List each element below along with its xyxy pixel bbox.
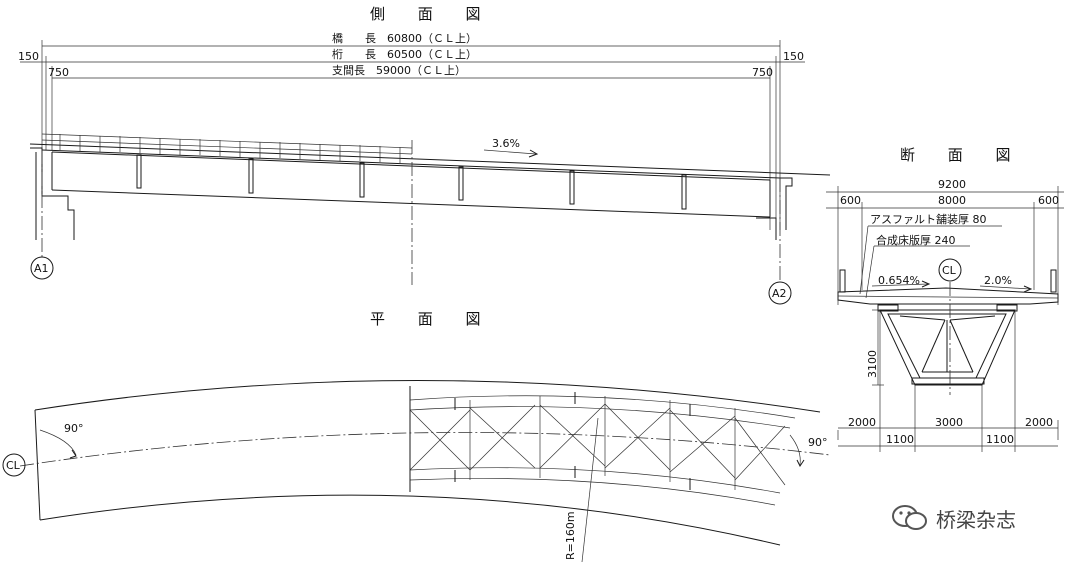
asphalt-label: アスファルト舗装厚 80 xyxy=(870,212,987,226)
plan-view-title: 平 面 図 xyxy=(370,310,495,328)
section-roadway-width: 8000 xyxy=(938,194,966,207)
section-right-slope: 2.0% xyxy=(984,274,1012,287)
left-offset-top: 150 xyxy=(18,50,39,63)
left-offset-bottom: 750 xyxy=(48,66,69,79)
plan-angle-right: 90° xyxy=(808,436,828,449)
section-left-edge: 600 xyxy=(840,194,861,207)
plan-girder xyxy=(19,380,831,563)
slab-label: 合成床版厚 240 xyxy=(876,233,956,247)
section-bottom-center: 3000 xyxy=(935,416,963,429)
right-offset-bottom: 750 xyxy=(752,66,773,79)
section-bottom-left: 2000 xyxy=(848,416,876,429)
section-left-slope: 0.654% xyxy=(878,274,920,287)
side-dimension-lines xyxy=(20,40,805,230)
section-dimension-lines xyxy=(826,186,1064,452)
plan-radius-label: R=160m xyxy=(564,511,577,560)
section-centerline-marker: CL xyxy=(938,258,962,282)
side-view-title: 側 面 図 xyxy=(370,5,495,23)
svg-text:CL: CL xyxy=(942,264,957,277)
span-length-label: 支間長 59000（ＣＬ上） xyxy=(332,64,466,77)
section-deck-and-box xyxy=(837,269,1059,395)
slope-label: 3.6% xyxy=(492,137,520,150)
section-web-left: 1100 xyxy=(886,433,914,446)
watermark: 桥梁杂志 xyxy=(890,500,1016,536)
girder-length-label: 桁 長 60500（ＣＬ上） xyxy=(332,47,477,61)
section-girder-height: 3100 xyxy=(866,350,879,378)
side-girder xyxy=(29,133,831,285)
right-offset-top: 150 xyxy=(783,50,804,63)
svg-text:A1: A1 xyxy=(34,262,49,275)
railing-posts xyxy=(59,134,401,163)
wechat-icon xyxy=(892,505,927,530)
section-web-right: 1100 xyxy=(986,433,1014,446)
abutment-a2-marker: A2 xyxy=(768,281,792,305)
watermark-text: 桥梁杂志 xyxy=(936,507,1016,532)
abutment-a1-marker: A1 xyxy=(30,256,54,280)
svg-text:A2: A2 xyxy=(772,287,787,300)
section-bottom-right: 2000 xyxy=(1025,416,1053,429)
svg-text:CL: CL xyxy=(6,459,21,472)
section-right-edge: 600 xyxy=(1038,194,1059,207)
plan-angle-left: 90° xyxy=(64,422,84,435)
section-view-title: 断 面 図 xyxy=(900,146,1025,164)
bridge-length-label: 橋 長 60800（ＣＬ上） xyxy=(332,31,477,45)
plan-centerline-marker: CL xyxy=(2,453,26,477)
section-total-width: 9200 xyxy=(938,178,966,191)
